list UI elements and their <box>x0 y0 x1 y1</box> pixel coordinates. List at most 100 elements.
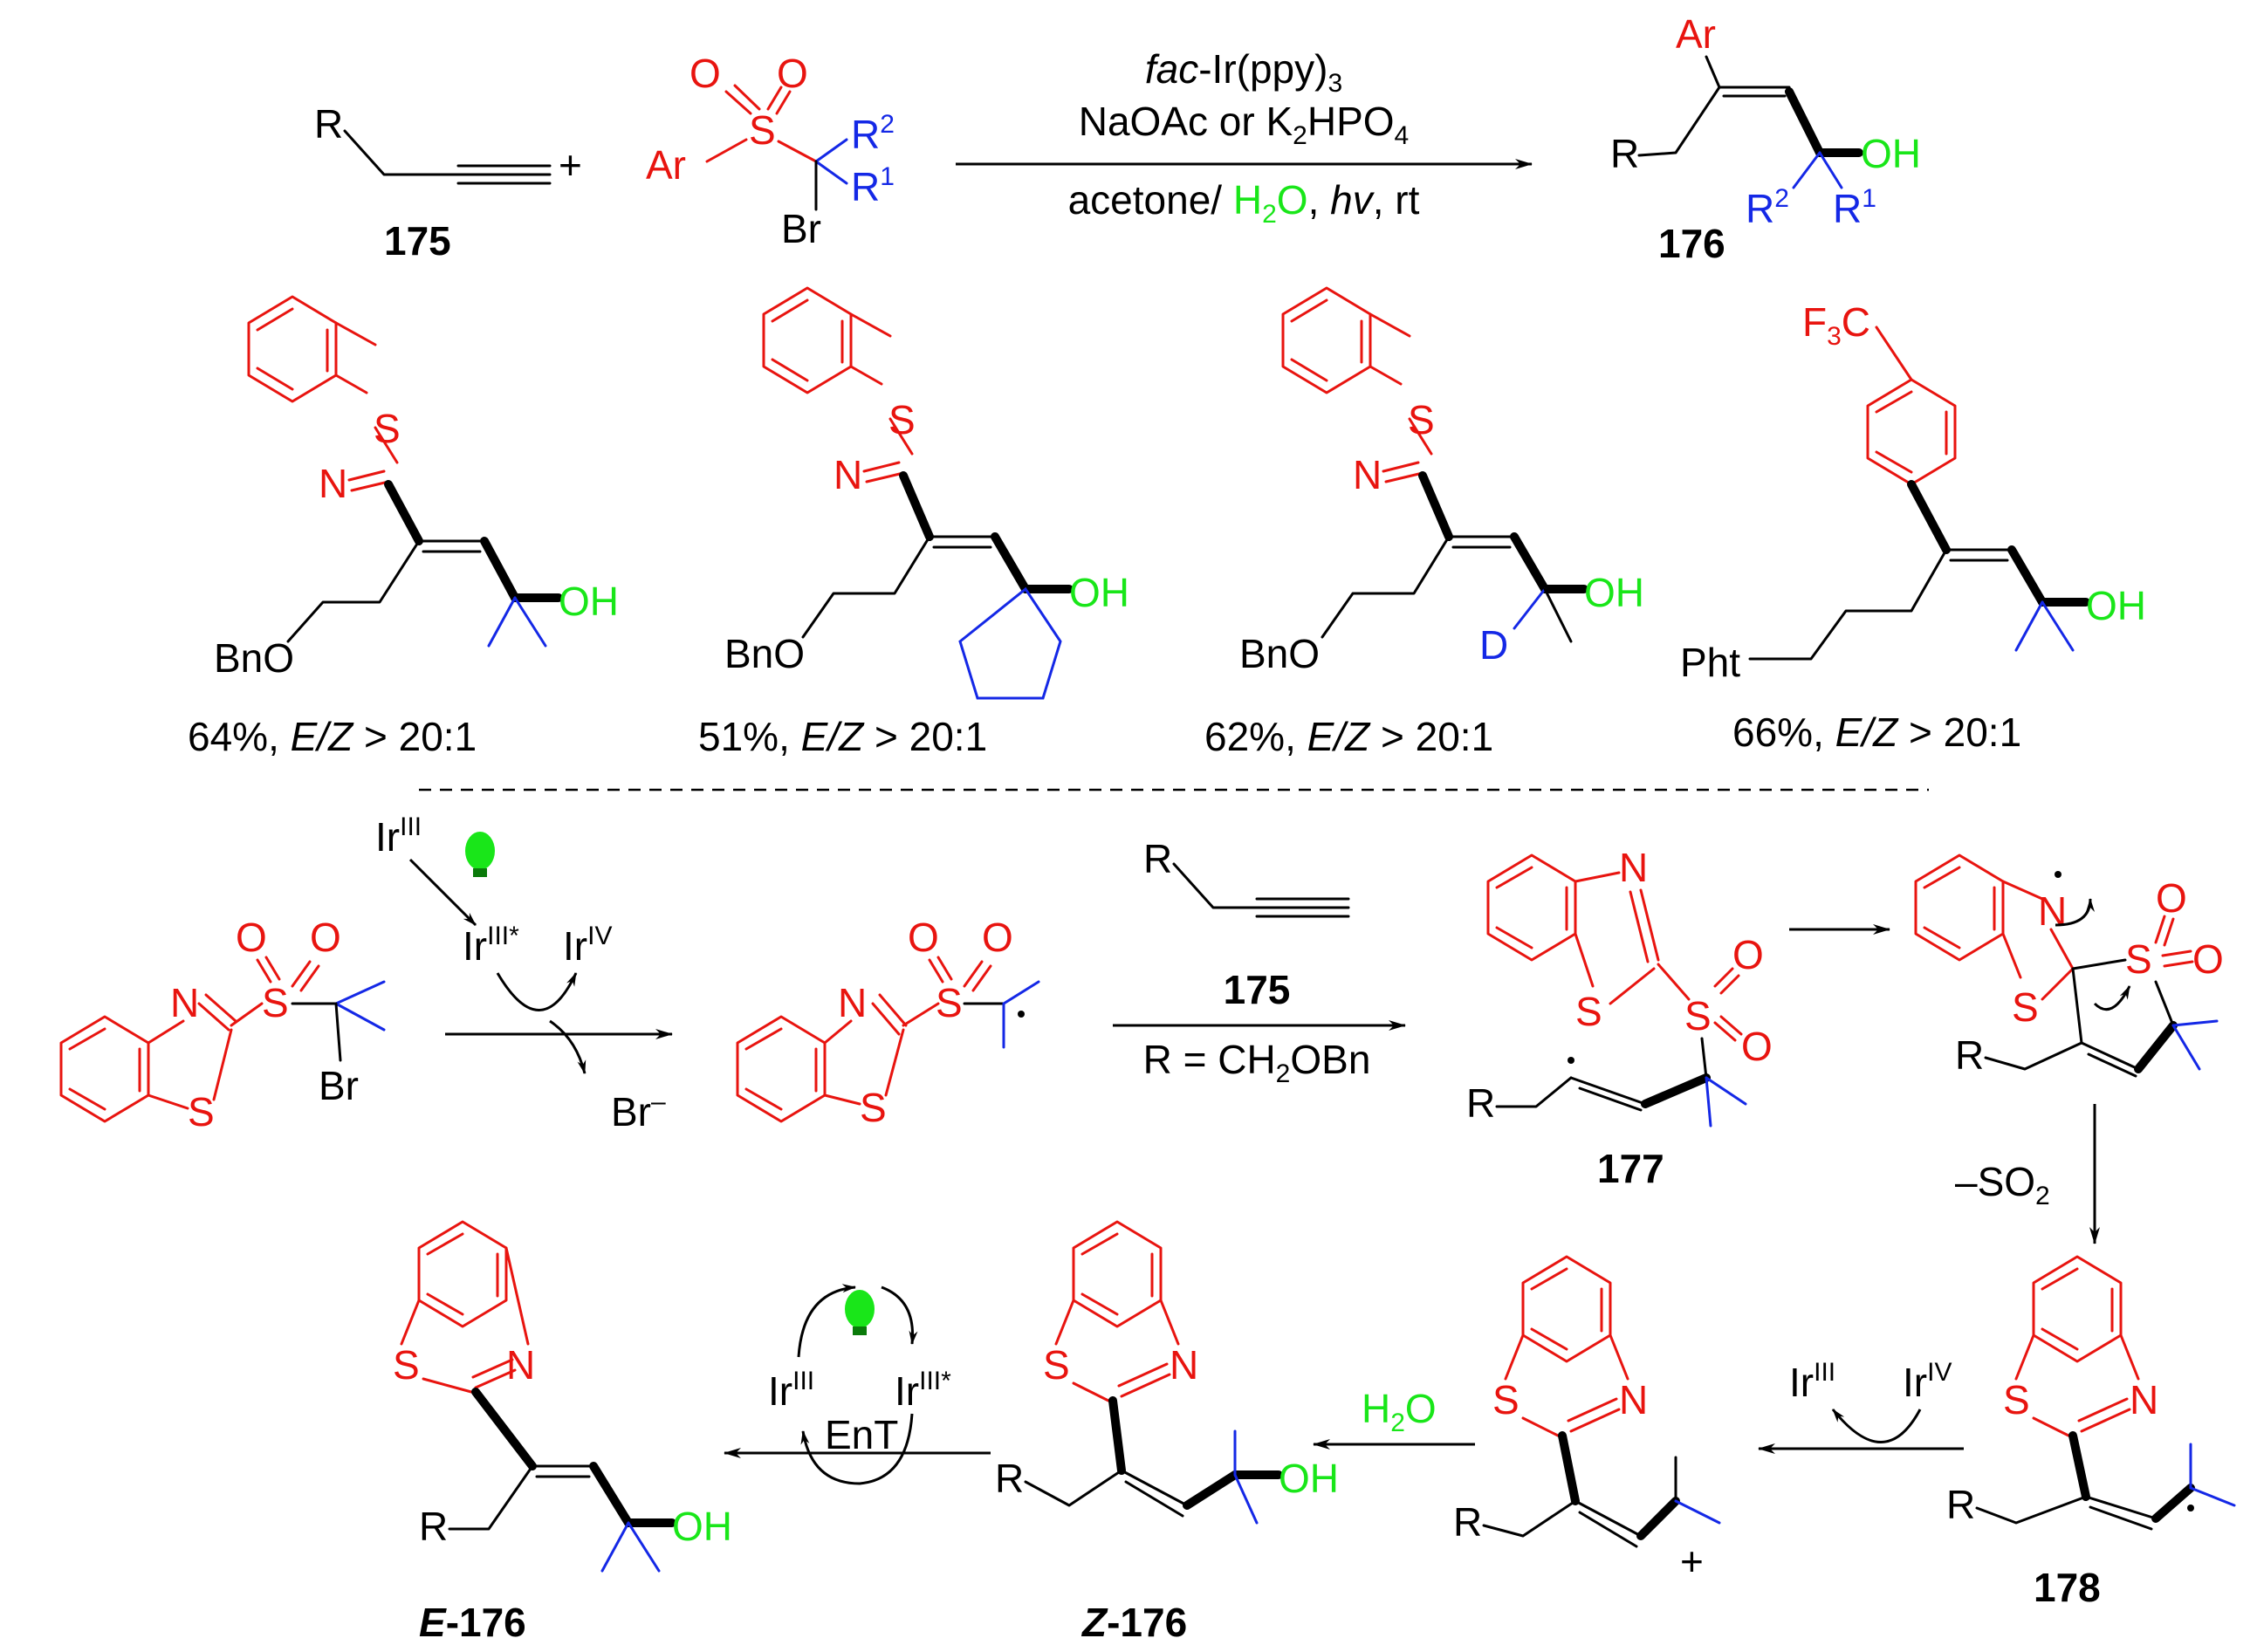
hydration-step: H2O <box>1313 1386 1475 1450</box>
atom-N: N <box>2038 888 2067 934</box>
atom-F3C: F3C <box>1802 299 1870 351</box>
atom-S: S <box>2012 984 2039 1030</box>
atom-R: R <box>1946 1482 1975 1527</box>
oxidation-step: IrIII IrIV <box>1758 1358 1964 1454</box>
base-text: NaOAc or K2HPO4 <box>1079 99 1409 150</box>
ir3-label: IrIII <box>1789 1358 1835 1405</box>
yield-text-2: 51%, E/Z > 20:1 <box>698 714 987 759</box>
ir3-label: IrIII <box>375 812 422 860</box>
atom-S: S <box>860 1085 887 1130</box>
ent-label: EnT <box>825 1412 898 1457</box>
atom-S: S <box>888 397 916 442</box>
atom-O: O <box>1732 932 1764 977</box>
atom-S: S <box>749 107 776 153</box>
atom-S: S <box>936 980 963 1025</box>
atom-Ar: Ar <box>1676 11 1716 57</box>
spiro-intermediate: N S S O O R <box>1914 853 2224 1078</box>
alkyne-addition-step: R 175 R = CH2OBn <box>1113 836 1406 1088</box>
desulfonylation-step: –SO2 <box>1955 1104 2100 1244</box>
atom-O: O <box>908 915 939 960</box>
atom-N: N <box>2130 1377 2158 1422</box>
atom-R: R <box>1453 1499 1482 1545</box>
atom-N: N <box>834 452 862 497</box>
excitation-arrow <box>408 858 477 927</box>
atom-O: O <box>310 915 341 960</box>
sulfonyl-radical-intermediate: N S S O O <box>736 915 1040 1130</box>
radical-178: N S R 178 <box>1946 1255 2236 1610</box>
radical-dot <box>2187 1505 2194 1511</box>
atom-BnO: BnO <box>724 631 805 676</box>
compound-label-178: 178 <box>2034 1565 2101 1610</box>
reaction-conditions: fac-Ir(ppy)3 NaOAc or K2HPO4 acetone/ H2… <box>956 46 1533 229</box>
atom-S: S <box>1043 1342 1070 1388</box>
ir4-label: IrIV <box>563 922 612 969</box>
bromide-label: Br– <box>611 1087 666 1134</box>
atom-O: O <box>689 51 721 96</box>
atom-S: S <box>393 1342 420 1388</box>
atom-D: D <box>1479 622 1508 668</box>
scope-example-2: S N OH BnO 51%, E/Z > 20:1 <box>698 286 1129 759</box>
atom-Pht: Pht <box>1680 640 1740 685</box>
atom-O: O <box>236 915 267 960</box>
atom-O: O <box>777 51 808 96</box>
atom-Ar: Ar <box>646 142 686 188</box>
atom-R: R <box>1466 1080 1495 1126</box>
atom-N: N <box>1353 452 1382 497</box>
compound-label-175: 175 <box>1224 967 1291 1012</box>
atom-R1: R1 <box>1833 184 1876 231</box>
atom-R: R <box>1955 1032 1984 1078</box>
substrate-alkyne-175: R 175 <box>314 101 552 264</box>
atom-Br: Br <box>781 206 821 251</box>
atom-OH: OH <box>672 1504 732 1549</box>
atom-S: S <box>188 1089 215 1134</box>
atom-S: S <box>2003 1377 2030 1422</box>
allyl-cation-intermediate: N S + R <box>1453 1255 1721 1584</box>
yield-text-1: 64%, E/Z > 20:1 <box>188 714 477 759</box>
atom-R: R <box>1610 131 1639 176</box>
atom-O: O <box>2192 936 2224 982</box>
atom-BnO: BnO <box>214 635 294 681</box>
compound-label-Z-176: Z-176 <box>1080 1600 1187 1645</box>
atom-S: S <box>1492 1377 1520 1422</box>
yield-text-3: 62%, E/Z > 20:1 <box>1204 714 1493 759</box>
radical-dot <box>1568 1057 1574 1064</box>
atom-S: S <box>1408 397 1435 442</box>
ent-arc-arrow <box>800 1413 914 1485</box>
atom-N: N <box>838 980 867 1025</box>
light-bulb-icon <box>465 832 495 877</box>
atom-BnO: BnO <box>1239 631 1320 676</box>
product-E-176: N S OH R E-176 <box>393 1220 732 1645</box>
atom-R: R <box>419 1504 448 1549</box>
photocatalyst-step-1: IrIII IrIII* IrIV Br– <box>375 812 673 1134</box>
yield-text-4: 66%, E/Z > 20:1 <box>1732 709 2021 755</box>
compound-label-E-176: E-176 <box>419 1600 526 1645</box>
compound-label-177: 177 <box>1597 1146 1664 1191</box>
light-bulb-icon <box>845 1290 875 1335</box>
atom-R1: R1 <box>851 162 895 209</box>
atom-R2: R2 <box>851 110 895 157</box>
atom-R: R <box>1143 836 1172 881</box>
atom-N: N <box>506 1342 535 1388</box>
vinyl-radical-177: N S S O O R 177 <box>1466 845 1773 1191</box>
atom-OH: OH <box>2086 583 2146 628</box>
solvent-text: acetone/ H2O, hv, rt <box>1068 177 1420 229</box>
reagent-bromosulfone: Ar S O O R2 R1 Br <box>646 51 895 251</box>
atom-N: N <box>1619 1377 1648 1422</box>
scope-example-3: S N OH D BnO 62%, E/Z > 20:1 <box>1204 286 1644 759</box>
atom-OH: OH <box>559 579 619 624</box>
electron-arrow <box>2093 985 2131 1011</box>
ir3-excited-label: IrIII* <box>895 1367 951 1414</box>
ent-arc-arrow <box>881 1285 918 1345</box>
atom-Br: Br <box>319 1063 359 1108</box>
ir4-label: IrIV <box>1903 1358 1952 1405</box>
atom-OH: OH <box>1584 570 1644 615</box>
set-arc-arrow <box>496 972 578 1011</box>
plus-sign: + <box>559 142 582 188</box>
atom-R: R <box>314 101 343 147</box>
isomerization-step: IrIII IrIII* EnT <box>724 1284 991 1485</box>
product-176: R Ar OH R2 R1 176 <box>1610 11 1921 266</box>
atom-O: O <box>982 915 1013 960</box>
scope-example-1: S N OH BnO 64%, E/Z > 20:1 <box>188 295 619 759</box>
atom-S: S <box>262 980 289 1025</box>
